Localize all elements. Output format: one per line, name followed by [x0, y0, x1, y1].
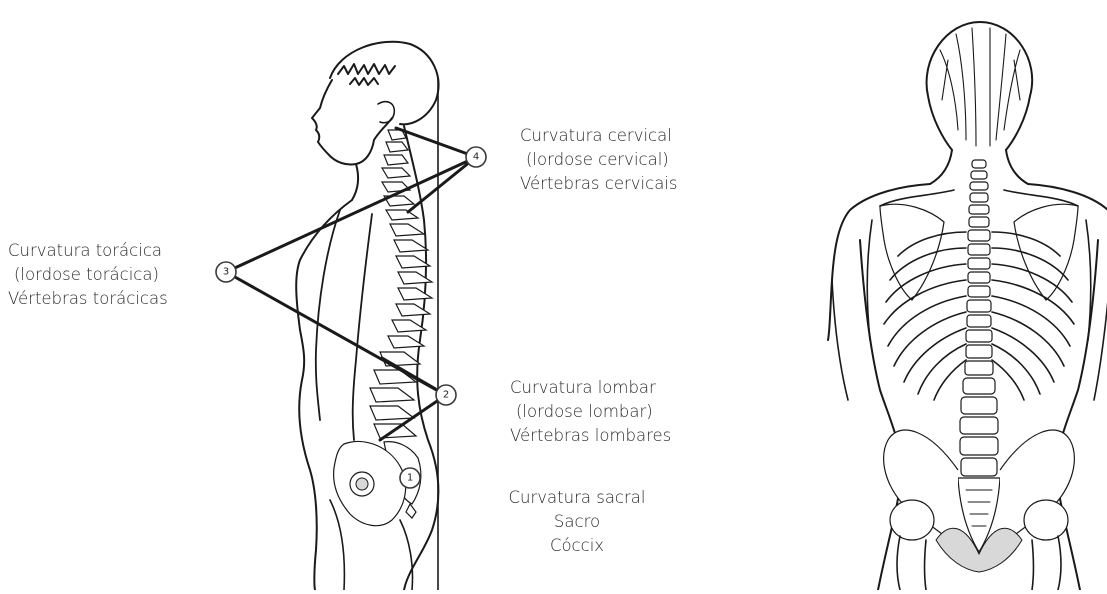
posterior-head — [927, 22, 1033, 150]
label-lumbar: Curvatura lombar (lordose lombar) Vérteb… — [510, 376, 671, 448]
label-thoracic-line1: Curvatura torácica — [8, 239, 168, 263]
posterior-hip-left — [890, 500, 934, 540]
label-lumbar-line2: (lordose lombar) — [510, 400, 671, 424]
svg-text:4: 4 — [473, 152, 479, 163]
hip-socket-inner — [356, 478, 368, 490]
leader-thoracic-a — [226, 160, 470, 272]
label-thoracic-line2: (lordose torácica) — [8, 263, 168, 287]
lateral-figure: 4 3 2 1 — [216, 42, 486, 590]
svg-text:2: 2 — [443, 390, 449, 401]
svg-text:1: 1 — [407, 473, 413, 484]
label-thoracic: Curvatura torácica (lordose torácica) Vé… — [8, 239, 168, 311]
label-sacral-line3: Cóccix — [508, 534, 646, 558]
marker-4: 4 — [466, 147, 486, 167]
posterior-figure — [828, 22, 1107, 590]
label-thoracic-line3: Vértebras torácicas — [8, 287, 168, 311]
marker-2: 2 — [436, 385, 456, 405]
posterior-spine — [958, 160, 1000, 552]
label-cervical-line3: Vértebras cervicais — [520, 172, 678, 196]
label-cervical-line1: Curvatura cervical — [520, 124, 678, 148]
label-sacral: Curvatura sacral Sacro Cóccix — [508, 486, 646, 558]
label-lumbar-line3: Vértebras lombares — [510, 424, 671, 448]
label-cervical: Curvatura cervical (lordose cervical) Vé… — [520, 124, 678, 196]
lateral-hair — [330, 42, 438, 125]
marker-1: 1 — [400, 468, 420, 488]
posterior-hip-right — [1024, 500, 1068, 540]
lateral-neck — [352, 164, 358, 200]
marker-3: 3 — [216, 262, 236, 282]
lateral-ear — [378, 102, 394, 123]
svg-text:3: 3 — [223, 267, 229, 278]
label-sacral-line2: Sacro — [508, 510, 646, 534]
posterior-hair-strands — [940, 28, 1020, 146]
lateral-front-torso — [296, 200, 352, 590]
label-lumbar-line1: Curvatura lombar — [510, 376, 671, 400]
label-sacral-line1: Curvatura sacral — [508, 486, 646, 510]
lateral-arm — [316, 210, 372, 440]
label-cervical-line2: (lordose cervical) — [520, 148, 678, 172]
